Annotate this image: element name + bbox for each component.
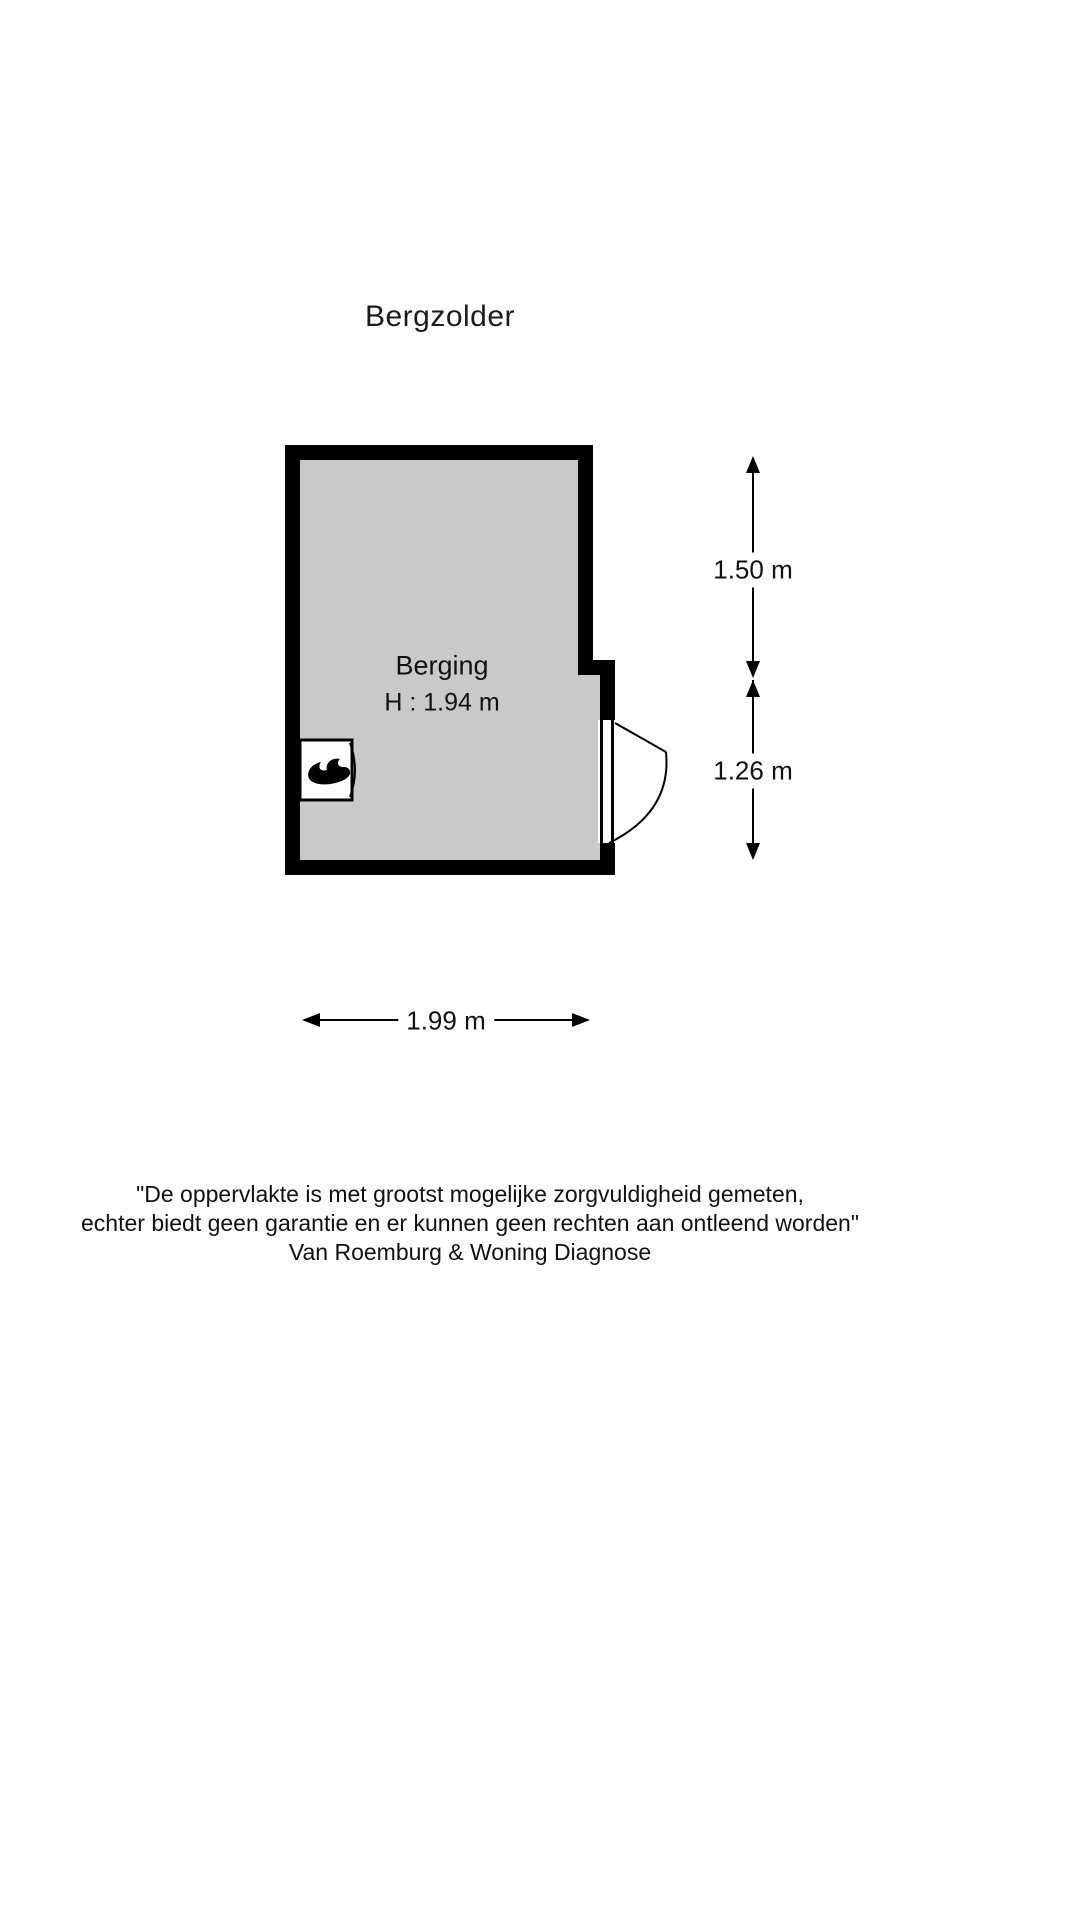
dimension-label-right-top: 1.50 m — [705, 552, 801, 588]
disclaimer-line-1: "De oppervlakte is met grootst mogelijke… — [136, 1181, 804, 1207]
disclaimer: "De oppervlakte is met grootst mogelijke… — [0, 1180, 970, 1267]
dimension-label-bottom: 1.99 m — [398, 1003, 494, 1039]
disclaimer-line-3: Van Roemburg & Woning Diagnose — [288, 1239, 652, 1265]
door-opening — [598, 720, 617, 843]
door-swing-icon — [608, 722, 668, 844]
room-height-label: H : 1.94 m — [384, 688, 500, 717]
page-title: Bergzolder — [364, 300, 516, 333]
boiler-icon — [298, 738, 356, 802]
room-name-label: Berging — [395, 650, 489, 681]
room-floor — [300, 460, 600, 860]
dimension-label-right-bottom: 1.26 m — [705, 753, 801, 789]
flame-icon — [308, 758, 351, 785]
disclaimer-line-2: echter biedt geen garantie en er kunnen … — [81, 1210, 859, 1236]
